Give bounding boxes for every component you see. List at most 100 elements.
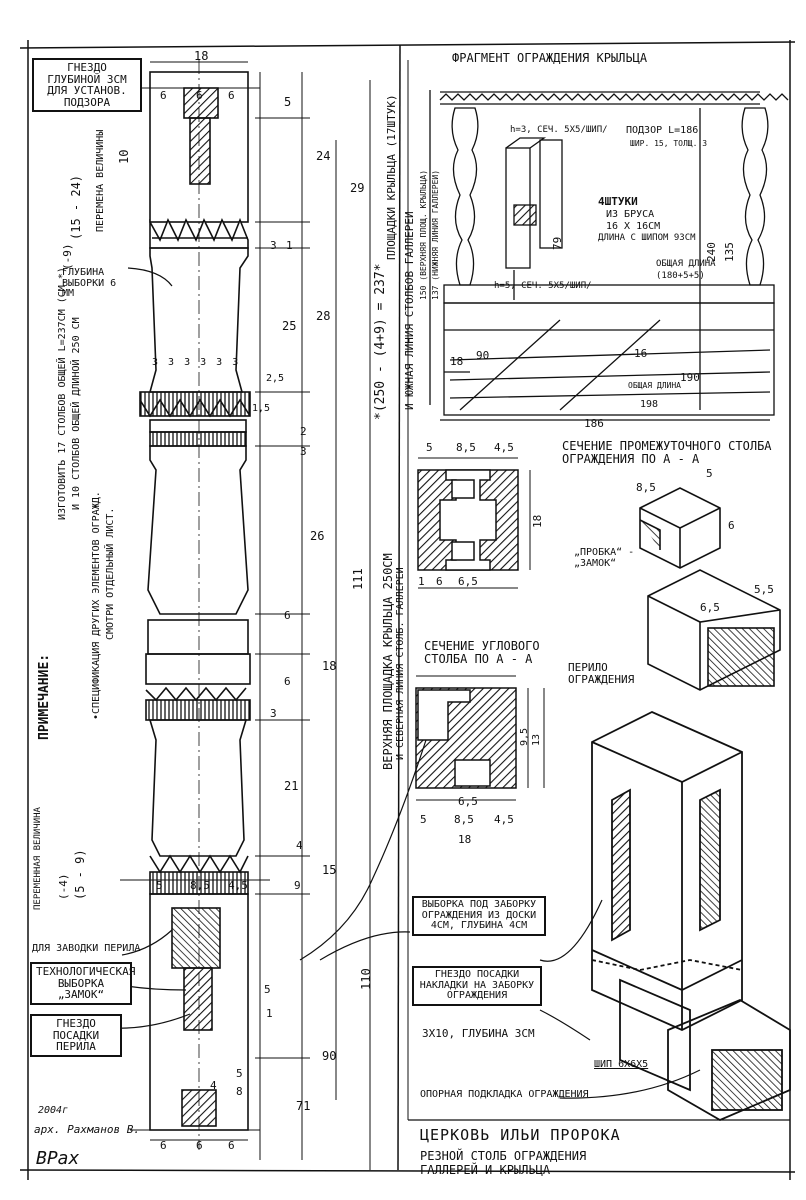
dim-8: 8 — [236, 1085, 243, 1098]
corner-dim-18: 18 — [458, 833, 472, 846]
dim-190: 190 — [680, 371, 700, 384]
dim-28: 28 — [316, 309, 331, 323]
dim-10: 10 — [117, 149, 131, 164]
dim-71: 71 — [296, 1099, 311, 1113]
sec-dim-6-5: 6,5 — [458, 575, 478, 588]
nest-dims: 3Х10, ГЛУБИНА 3СМ — [422, 1027, 535, 1040]
overlay-nest-callout: ГНЕЗДО ПОСАДКИ НАКЛАДКИ НА ЗАБОРКУ ОГРАЖ… — [412, 966, 542, 1006]
variable-top-label: ПЕРЕМЕНА ВЕЛИЧИНЫ — [95, 129, 106, 232]
corner-dim-5: 5 — [420, 813, 427, 826]
sheet-frame — [19, 40, 796, 1180]
upper-platform-note: ВЕРХНЯЯ ПЛОЩАДКА КРЫЛЬЦА 250СМ — [381, 553, 395, 770]
support-label: ОПОРНАЯ ПОДКЛАДКА ОГРАЖДЕНИЯ — [420, 1089, 589, 1100]
plug-label: „ПРОБКА“ - „ЗАМОК“ — [574, 547, 635, 569]
note-line-3: •СПЕЦИФИКАЦИЯ ДРУГИХ ЭЛЕМЕНТОВ ОГРАЖД. — [91, 491, 102, 720]
dim-110: 110 — [359, 968, 373, 990]
dim-16: 16 — [634, 347, 648, 360]
dim-1: 1 — [286, 239, 293, 252]
iso-dim-5-5: 5,5 — [754, 583, 774, 596]
total-length-label-2: ОБЩАЯ ДЛИНА — [628, 381, 681, 390]
dim-2-5: 2,5 — [266, 373, 285, 384]
sec-dim-6: 6 — [436, 575, 443, 588]
dim-1b: 1 — [266, 1007, 273, 1020]
dim-5b: 5 — [264, 983, 271, 996]
dim-top-6a: 6 — [160, 89, 167, 102]
post-dimension-lines — [120, 61, 371, 1170]
dim-3a: 3 — [270, 239, 277, 252]
dim-18: 18 — [450, 355, 464, 368]
pieces-label: 4ШТУКИ — [598, 195, 638, 208]
podzor-sub: ШИР. 15, ТОЛЩ. 3 — [630, 139, 708, 148]
dim-24: 24 — [316, 149, 331, 163]
section-corner — [415, 675, 545, 801]
dim-b6a: 6 — [160, 1139, 167, 1152]
sec-dim-8-5: 8,5 — [456, 441, 476, 454]
note-line-1: ИЗГОТОВИТЬ 17 СТОЛБОВ ОБЩЕЙ L=237СМ (СМ.… — [57, 267, 68, 520]
tenon-length-label: ДЛИНА С ШИПОМ 93СМ — [598, 233, 696, 243]
note-title: ПРИМЕЧАНИЕ: — [37, 653, 52, 740]
south-line-note: И ЮЖНАЯ ЛИНИЯ СТОЛБОВ ГАЛЛЕРЕИ — [403, 211, 416, 410]
podzor-label: ПОДЗОР L=186 — [626, 125, 699, 136]
dim-9: 9 — [294, 879, 301, 892]
bar-size-label: 16 Х 16СМ — [606, 221, 661, 232]
iso-dim-6-5: 6,5 — [700, 601, 720, 614]
author-label: арх. Рахманов В. — [34, 1123, 140, 1136]
dim-18-r: 18 — [322, 659, 337, 673]
dim-240: 240 — [705, 242, 718, 262]
variable-bottom-neg: (-4) — [57, 873, 70, 901]
h3-label: h=3, СЕЧ. 5Х5/ШИП/ — [510, 125, 608, 135]
intermediate-section-title: СЕЧЕНИЕ ПРОМЕЖУТОЧНОГО СТОЛБА ОГРАЖДЕНИЯ… — [562, 439, 772, 466]
dim-b5: 5 — [156, 879, 163, 892]
dim-135: 135 — [723, 242, 736, 262]
dim-3b: 3 — [300, 445, 307, 458]
fragment-title: ФРАГМЕНТ ОГРАЖДЕНИЯ КРЫЛЬЦА — [452, 51, 648, 65]
rail-nest-callout: ГНЕЗДО ПОСАДКИ ПЕРИЛА — [30, 1014, 122, 1057]
dim-6a: 6 — [284, 609, 291, 622]
dim-5c: 5 — [236, 1067, 243, 1080]
corner-dim-8-5: 8,5 — [454, 813, 474, 826]
dim-top-18: 18 — [194, 49, 209, 63]
isometric-rail — [647, 569, 781, 691]
corner-dim-9-5: 9,5 — [519, 727, 530, 746]
variable-bottom-label: ПЕРЕМЕННАЯ ВЕЛИЧИНА — [33, 807, 43, 910]
tech-recess-callout: ТЕХНОЛОГИЧЕСКАЯ ВЫБОРКА „ЗАМОК“ — [30, 962, 135, 1005]
variable-top-vals: (15 - 24) — [69, 174, 83, 240]
right-leaders — [299, 739, 701, 1099]
dim-26: 26 — [310, 529, 325, 543]
corner-section-title: СЕЧЕНИЕ УГЛОВОГО СТОЛБА ПО А - А — [424, 639, 540, 666]
iso-dim-5: 5 — [706, 467, 713, 480]
dim-b4-5: 4,5 — [228, 879, 248, 892]
dim-b6b: 6 — [196, 1139, 203, 1152]
dim-29: 29 — [350, 181, 365, 195]
note-line-4: СМОТРИ ОТДЕЛЬНЫЙ ЛИСТ. — [105, 507, 116, 640]
dim-25: 25 — [282, 319, 297, 333]
recess-callout: ВЫБОРКА ПОД ЗАБОРКУ ОГРАЖДЕНИЯ ИЗ ДОСКИ … — [412, 896, 546, 936]
dim-4: 4 — [296, 839, 303, 852]
total-length-label: ОБЩАЯ ДЛИНА — [656, 259, 716, 269]
section-intermediate — [417, 457, 531, 589]
church-title: ЦЕРКОВЬ ИЛЬИ ПРОРОКА — [420, 1126, 621, 1144]
isometric-post — [591, 711, 791, 1122]
dim-186: 186 — [584, 417, 604, 430]
gallery-title: ГАЛЛЕРЕЙ И КРЫЛЬЦА — [420, 1163, 551, 1177]
formula-note: *(250 - (4+9) = 237* — [373, 263, 388, 420]
dim-90: 90 — [476, 349, 490, 362]
nest-callout: ГНЕЗДО ГЛУБИНОЙ 3СМ ДЛЯ УСТАНОВ. ПОДЗОРА — [32, 58, 142, 113]
signature: ВРах — [36, 1148, 80, 1169]
dim-111: 111 — [351, 568, 365, 590]
dim-6b: 6 — [284, 675, 291, 688]
corner-dim-6-5: 6,5 — [458, 795, 478, 808]
isometric-plug — [639, 487, 721, 569]
dim-21: 21 — [284, 779, 299, 793]
dim-3c: 3 — [270, 707, 277, 720]
h5-label: h=5, СЕЧ. 5Х5/ШИП/ — [494, 281, 592, 291]
year-label: 2004г — [38, 1105, 69, 1116]
dim-198: 198 — [640, 399, 659, 410]
dim-top-6c: 6 — [228, 89, 235, 102]
post-title: РЕЗНОЙ СТОЛБ ОГРАЖДЕНИЯ — [420, 1149, 587, 1163]
sec-dim-5: 5 — [426, 441, 433, 454]
dim-2: 2 — [300, 425, 307, 438]
rail-label: ПЕРИЛО ОГРАЖДЕНИЯ — [568, 661, 635, 686]
for-rail-label: ДЛЯ ЗАВОДКИ ПЕРИЛА — [32, 943, 141, 954]
